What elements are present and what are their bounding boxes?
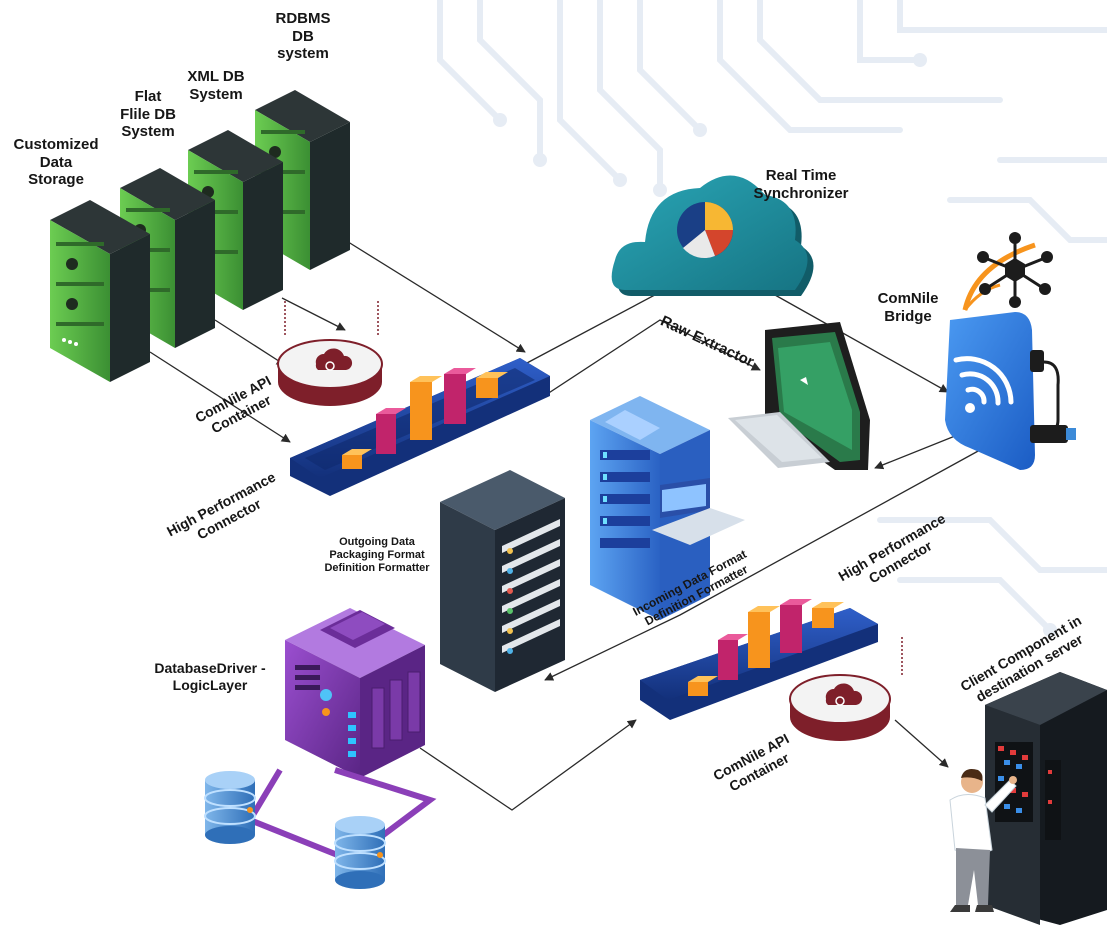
server-rack-icon [590, 396, 745, 620]
person-icon [949, 769, 1017, 912]
background-circuit-pads [493, 53, 1057, 637]
wifi-router-icon [945, 312, 1076, 470]
network-nodes-icon [962, 232, 1053, 311]
database-cylinder-icon [334, 816, 386, 889]
laptop-icon [728, 322, 870, 470]
background-circuit [437, 0, 1107, 633]
api-container-icon [277, 300, 383, 406]
server-rack-icon [985, 672, 1107, 925]
server-rack-icon [440, 470, 565, 692]
server-rack-icon [188, 130, 283, 310]
database-cylinder-icon [204, 771, 256, 844]
connector-platform-icon [640, 599, 878, 720]
server-rack-icon [50, 200, 150, 382]
driver-cube-icon [285, 608, 425, 778]
connector-platform-icon [290, 358, 550, 496]
api-container-icon [789, 635, 903, 741]
cloud-chart-icon [611, 175, 814, 296]
label-database-driver: DatabaseDriver -LogicLayer [154, 660, 266, 693]
